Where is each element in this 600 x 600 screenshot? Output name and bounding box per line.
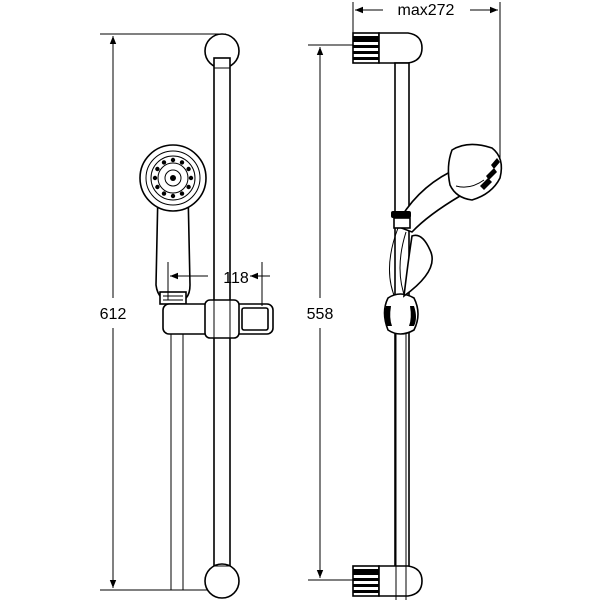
hand-shower	[139, 144, 207, 305]
side-slider	[383, 234, 433, 335]
slider-holder	[162, 299, 274, 339]
projection-label: max272	[398, 2, 455, 19]
dimension-projection: max272	[352, 2, 501, 160]
bottom-bracket	[352, 565, 423, 597]
side-spray-face	[480, 158, 500, 190]
spray-nozzles	[152, 157, 194, 199]
dimension-rail-height: 558	[307, 44, 360, 581]
top-bracket	[352, 32, 423, 64]
side-view: 558 max272	[307, 2, 503, 600]
rail-height-label: 558	[307, 306, 334, 323]
handshower-offset-label: 118	[223, 270, 249, 287]
dimension-overall-height: 612	[100, 33, 226, 591]
dimension-handshower-offset: 118	[167, 262, 270, 306]
front-view: 612	[100, 33, 274, 599]
overall-height-label: 612	[100, 306, 127, 323]
shower-hose	[170, 330, 184, 590]
side-hand-shower	[391, 143, 503, 233]
